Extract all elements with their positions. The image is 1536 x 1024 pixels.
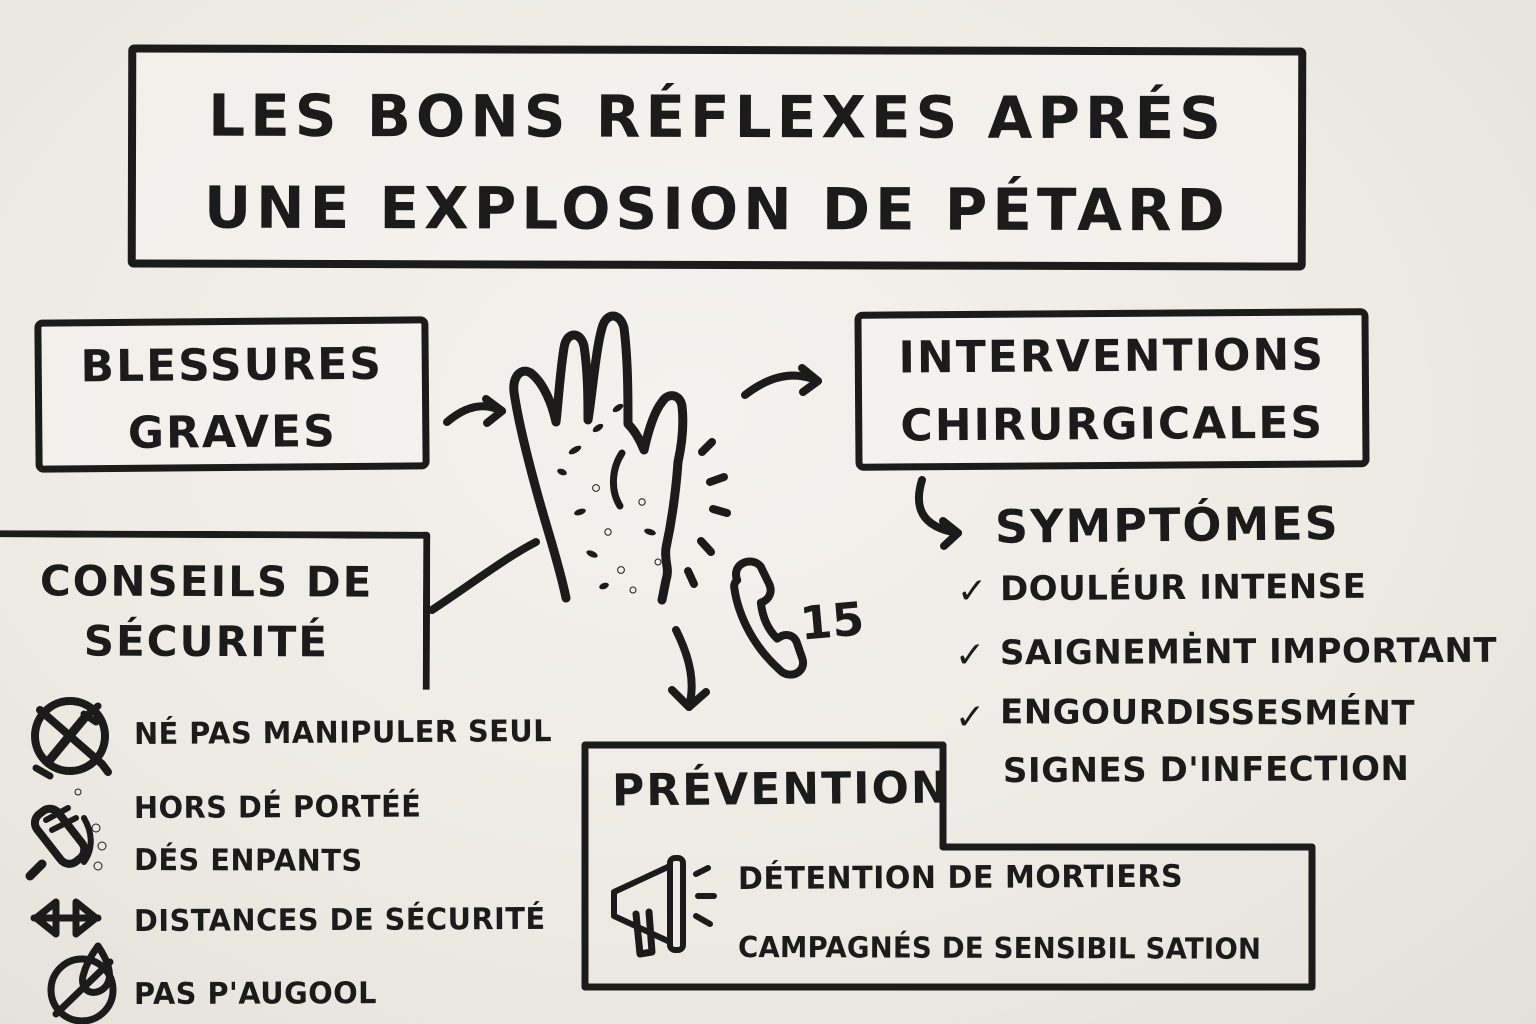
firecracker-icon — [25, 788, 107, 881]
interventions-line-2: CHIRURGICALES — [900, 397, 1325, 452]
prevention-box-outline — [581, 741, 1316, 991]
prevention-item: DÉTENTION DE MORTIERS — [737, 858, 1184, 897]
connector-conseils-to-hand — [428, 538, 540, 614]
title-line-1: LES BONS RÉFLEXES APRÉS — [208, 81, 1227, 153]
check-icon: ✓ — [955, 697, 986, 738]
check-icon: ✓ — [955, 635, 986, 676]
advice-item-label: HORS DÉ PORTÉÉ — [133, 789, 422, 826]
blessures-graves-box: BLESSURES GRAVES — [34, 316, 430, 473]
interventions-line-1: INTERVENTIONS — [898, 329, 1326, 384]
no-solo-handling-icon — [31, 697, 112, 780]
no-alcohol-icon — [47, 942, 117, 1024]
advice-item-label: NÉ PAS MANIPULER SEUL — [133, 714, 553, 752]
conseils-line-2: SÉCURITÉ — [83, 616, 330, 667]
symptom-item: SAIGNEMĖNT IMPORTANT — [999, 630, 1498, 674]
arrow-blessures-to-hand — [443, 395, 506, 427]
emergency-number: 15 — [797, 591, 867, 651]
symptom-item: SIGNES D'INFECTION — [1002, 748, 1410, 792]
conseils-line-1: CONSEILS DE — [39, 556, 374, 607]
check-icon: ✓ — [957, 571, 988, 612]
prevention-heading: PRÉVENTION — [611, 762, 950, 817]
phone-icon — [730, 557, 808, 679]
symptomes-heading: SYMPTÓMES — [994, 496, 1341, 554]
interventions-box: INTERVENTIONS CHIRURGICALES — [854, 308, 1370, 471]
advice-item-label: DISTANCES DE SÉCURITÉ — [133, 901, 546, 939]
arrow-interventions-to-symptomes — [915, 476, 962, 550]
advice-item-label: PAS P'AUGOOL — [133, 976, 378, 1012]
conseils-box: CONSEILS DE SÉCURITÉ — [0, 530, 431, 690]
hand-debris-speckles — [557, 403, 662, 594]
injured-hand-illustration — [509, 311, 731, 605]
title-line-2: UNE EXPLOSION DE PÉTARD — [203, 173, 1230, 245]
megaphone-icon — [611, 855, 717, 958]
blessures-line-2: GRAVES — [127, 406, 337, 459]
prevention-item: CAMPAGNÉS DE SENSIBIL SATION — [737, 930, 1262, 966]
arrow-hand-to-interventions — [741, 364, 822, 399]
title-box: LES BONS RÉFLEXES APRÉS UNE EXPLOSION DE… — [127, 44, 1307, 271]
arrow-hand-to-prevention — [668, 626, 710, 711]
blessures-line-1: BLESSURES — [80, 338, 384, 393]
symptom-item: DOULÉUR INTENSE — [999, 566, 1367, 610]
safety-distance-icon — [30, 898, 102, 938]
impact-marks — [684, 438, 731, 588]
symptom-item: ENGOURDISSESMÉNT — [999, 692, 1416, 734]
advice-item-label: DÉS ENPANTS — [133, 843, 363, 879]
